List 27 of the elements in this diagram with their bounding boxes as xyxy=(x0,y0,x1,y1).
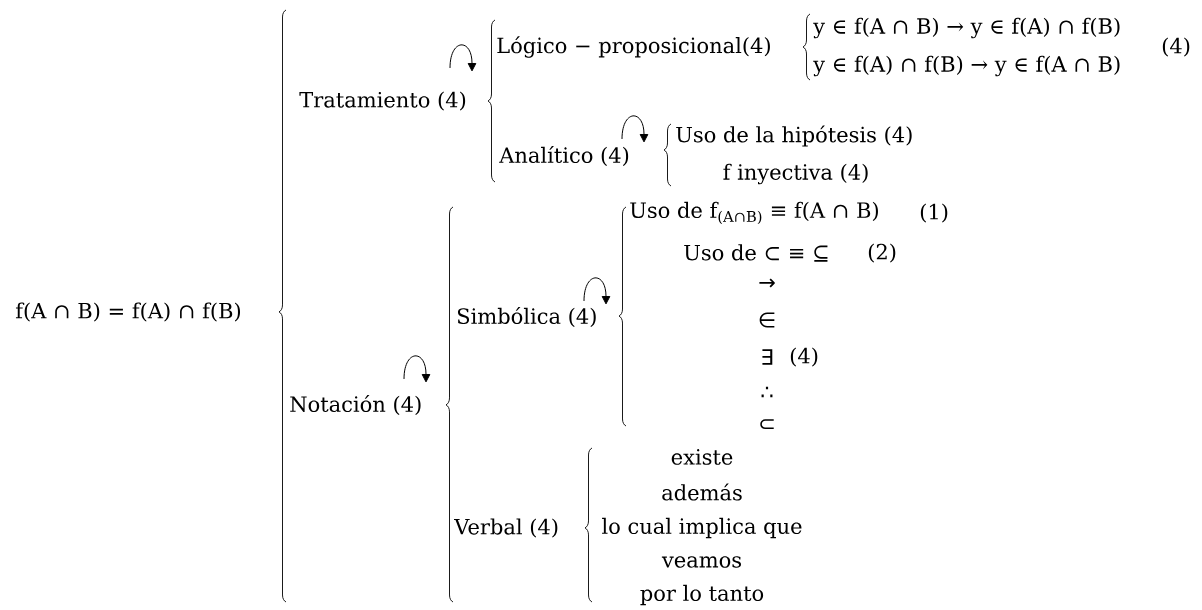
branch-label: Simbólica (4) xyxy=(457,306,596,328)
equation-text: f(A ∩ B) = f(A) ∩ f(B) xyxy=(15,302,241,322)
reference-number: (2) xyxy=(868,243,896,263)
branch-label: Tratamiento (4) xyxy=(299,91,466,111)
reference-number: (4) xyxy=(1162,37,1190,57)
branch-label: Notación (4) xyxy=(290,394,421,416)
reference-number: (4) xyxy=(790,347,818,367)
formula-text: Uso de f$_{(A∩B)}$ ≡ f(A ∩ B) xyxy=(630,201,878,225)
item-text: Uso de la hipótesis (4) xyxy=(676,125,912,147)
item-text: además xyxy=(662,483,742,501)
item-text: por lo tanto xyxy=(640,584,764,606)
item-text: f inyectiva (4) xyxy=(723,163,868,185)
item-text: existe xyxy=(671,449,733,465)
branch-label: Verbal (4) xyxy=(454,518,558,538)
symbol: → xyxy=(759,278,775,288)
formula-text: Uso de ⊂ ≡ ⊆ xyxy=(684,244,828,262)
symbol: ∈ xyxy=(759,312,775,328)
formula-text: y ∈ f(A) ∩ f(B) → y ∈ f(A ∩ B) xyxy=(813,55,1120,77)
symbol: ∃ xyxy=(762,349,773,365)
reference-number: (1) xyxy=(920,203,948,223)
symbol: ⊂ xyxy=(760,419,774,430)
branch-label: Lógico − proposicional(4) xyxy=(497,36,770,58)
symbol: ∴ xyxy=(761,386,773,398)
item-text: veamos xyxy=(661,556,741,568)
formula-text: y ∈ f(A ∩ B) → y ∈ f(A) ∩ f(B) xyxy=(813,17,1120,39)
item-text: lo cual implica que xyxy=(602,517,802,539)
branch-label: Analítico (4) xyxy=(499,145,629,167)
